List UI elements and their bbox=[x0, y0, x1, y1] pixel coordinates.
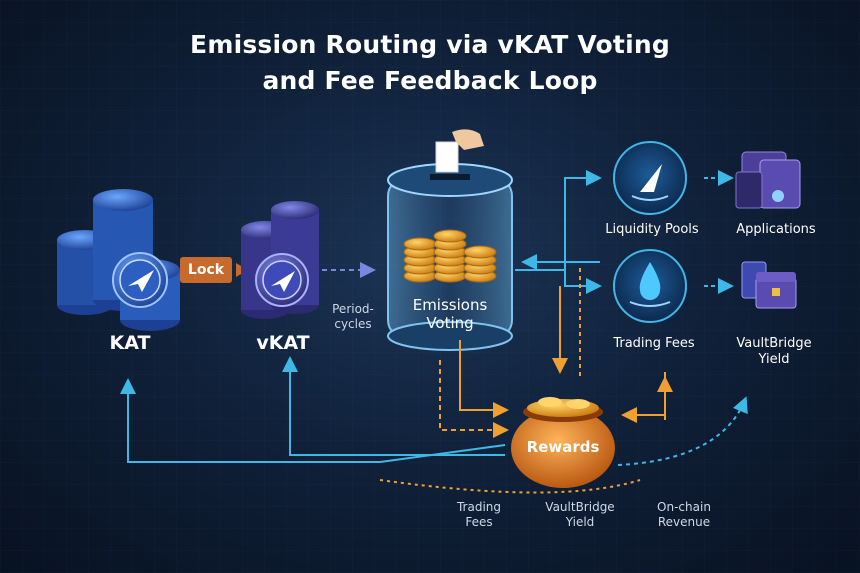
feedback-trading-fees-label: Trading Fees bbox=[456, 500, 502, 529]
coin-stack-icon bbox=[403, 229, 497, 283]
reward-pot-icon bbox=[511, 397, 615, 488]
paper-plane-icon bbox=[128, 270, 154, 292]
vaultbridge-yield-label: VaultBridge Yield bbox=[736, 336, 812, 367]
app-screens-icon bbox=[735, 151, 801, 209]
feedback-onchain-revenue-label: On-chain Revenue bbox=[657, 500, 711, 529]
feedback-loop-arrows bbox=[120, 356, 748, 494]
emissions-voting-label: Emissions Voting bbox=[396, 296, 504, 332]
voting-line-1: Emissions bbox=[412, 296, 488, 314]
ballot-hand-icon bbox=[435, 129, 484, 173]
title-line-2: and Fee Feedback Loop bbox=[262, 66, 598, 95]
kat-coin-stack bbox=[57, 189, 180, 331]
periodic-cycles-label: Period- cycles bbox=[332, 302, 374, 331]
vault-chest-icon bbox=[741, 261, 797, 309]
lock-label: Lock bbox=[180, 257, 232, 283]
feedback-vaultbridge-yield-label: VaultBridge Yield bbox=[545, 500, 615, 529]
reward-flow-arrows bbox=[439, 268, 673, 438]
title-line-1: Emission Routing via vKAT Voting bbox=[190, 30, 670, 59]
liquidity-pools-label: Liquidity Pools bbox=[605, 222, 699, 237]
kat-label: KAT bbox=[109, 332, 151, 354]
vkat-label: vKAT bbox=[256, 332, 310, 354]
voting-distribution-arrows bbox=[515, 170, 734, 294]
rewards-label: Rewards bbox=[526, 438, 600, 456]
voting-line-2: Voting bbox=[426, 314, 474, 332]
applications-label: Applications bbox=[736, 222, 816, 237]
water-drop-icon bbox=[613, 249, 687, 323]
liquidity-icon bbox=[613, 141, 687, 215]
vkat-coin-stack bbox=[241, 201, 319, 319]
trading-fees-label: Trading Fees bbox=[613, 336, 695, 351]
